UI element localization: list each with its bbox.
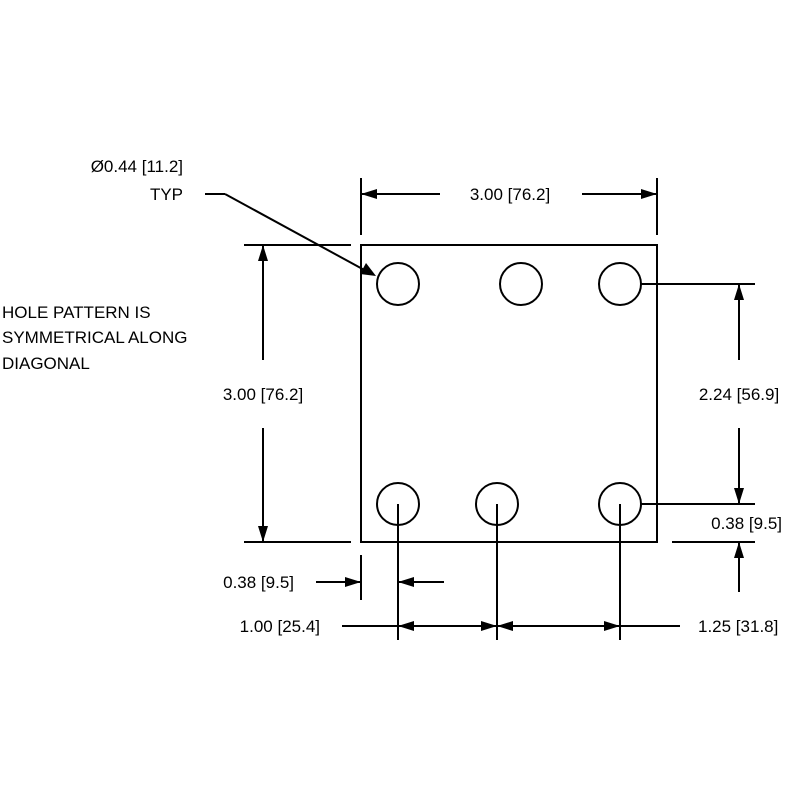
note-line-1: HOLE PATTERN IS — [2, 303, 151, 322]
typ-label: TYP — [150, 185, 183, 204]
note-line-3: DIAGONAL — [2, 354, 90, 373]
note-line-2: SYMMETRICAL ALONG — [2, 328, 187, 347]
edge-offset-right-dimension — [672, 541, 755, 592]
width-dimension-label: 3.00 [76.2] — [470, 185, 550, 204]
hole-top-middle — [499, 262, 543, 306]
height-dimension — [244, 244, 351, 543]
edge-offset-right-label: 0.38 [9.5] — [711, 514, 782, 533]
hole-top-left — [376, 262, 420, 306]
edge-offset-bottom-dimension — [316, 577, 444, 587]
hole-extension-lines — [360, 504, 621, 640]
width-dimension — [360, 178, 658, 235]
diameter-callout-leader — [205, 193, 376, 276]
hole-vertical-spacing-label: 2.24 [56.9] — [699, 385, 779, 404]
plate-outline — [360, 244, 658, 543]
height-dimension-label: 3.00 [76.2] — [223, 385, 303, 404]
hole-horizontal-spacing-dimension — [342, 621, 680, 631]
hole-spacing-left-label: 1.00 [25.4] — [240, 617, 320, 636]
edge-offset-bottom-label: 0.38 [9.5] — [223, 573, 294, 592]
hole-spacing-right-label: 1.25 [31.8] — [698, 617, 778, 636]
hole-top-right — [598, 262, 642, 306]
hole-vertical-spacing-dimension — [641, 283, 755, 505]
diameter-callout-label: Ø0.44 [11.2] — [91, 157, 183, 176]
